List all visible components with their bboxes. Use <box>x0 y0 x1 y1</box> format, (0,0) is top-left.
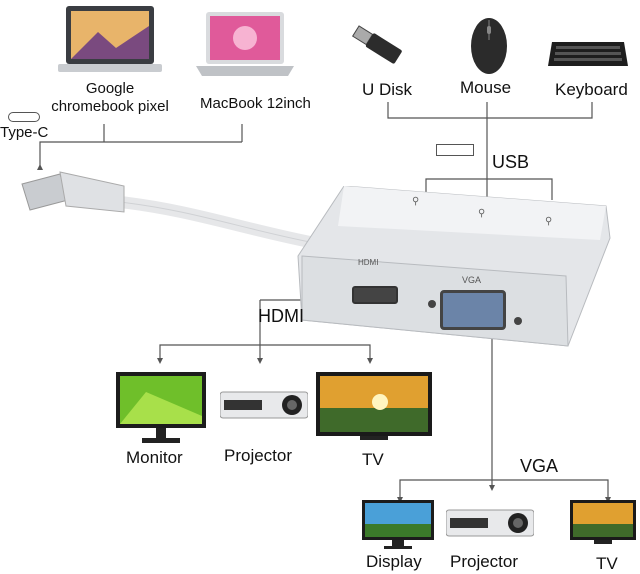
adapter-vga-port-label: VGA <box>462 275 482 285</box>
type-c-label: Type-C <box>0 124 49 141</box>
display-icon <box>362 500 434 549</box>
keyboard-label: Keyboard <box>555 80 628 99</box>
vga-screw-right <box>514 317 522 325</box>
type-c-port-icon <box>8 112 40 122</box>
usb-port-1-icon: ⚲ <box>412 196 420 207</box>
mouse-label: Mouse <box>460 78 512 97</box>
usb-port-2-icon: ⚲ <box>478 208 486 219</box>
usb-flash-drive-icon <box>351 25 402 64</box>
adapter-hdmi-port-label: HDMI <box>358 258 379 267</box>
hdmi-port-icon <box>352 286 398 304</box>
tv-label-vga: TV <box>596 554 618 573</box>
tv-icon-vga <box>570 500 636 544</box>
tv-label-hdmi: TV <box>362 450 384 469</box>
hdmi-label: HDMI <box>258 306 304 326</box>
usb-c-cable <box>21 171 316 248</box>
vga-screw-left <box>428 300 436 308</box>
keyboard-icon <box>548 42 628 66</box>
vga-label: VGA <box>520 456 559 476</box>
projector-icon <box>220 391 308 419</box>
u-disk-label: U Disk <box>362 80 413 99</box>
vga-port-icon <box>440 290 506 330</box>
usb-port-3-icon: ⚲ <box>545 216 553 227</box>
tv-icon <box>316 372 432 440</box>
usb-port-icon <box>436 144 474 156</box>
projector-label-vga: Projector <box>450 552 519 571</box>
macbook-laptop-icon <box>196 12 294 76</box>
chromebook-label-line1: Google <box>85 80 135 97</box>
projector-label-hdmi: Projector <box>224 446 293 465</box>
projector-icon-vga <box>446 509 534 537</box>
adapter-body <box>297 186 611 347</box>
monitor-icon <box>116 372 206 443</box>
usb-label: USB <box>492 152 530 172</box>
monitor-label: Monitor <box>126 448 183 467</box>
mouse-icon <box>471 18 507 74</box>
chromebook-laptop-icon <box>58 6 162 72</box>
chromebook-label-line2: chromebook pixel <box>51 98 169 115</box>
macbook-label: MacBook 12inch <box>200 95 311 112</box>
display-label: Display <box>366 552 422 571</box>
